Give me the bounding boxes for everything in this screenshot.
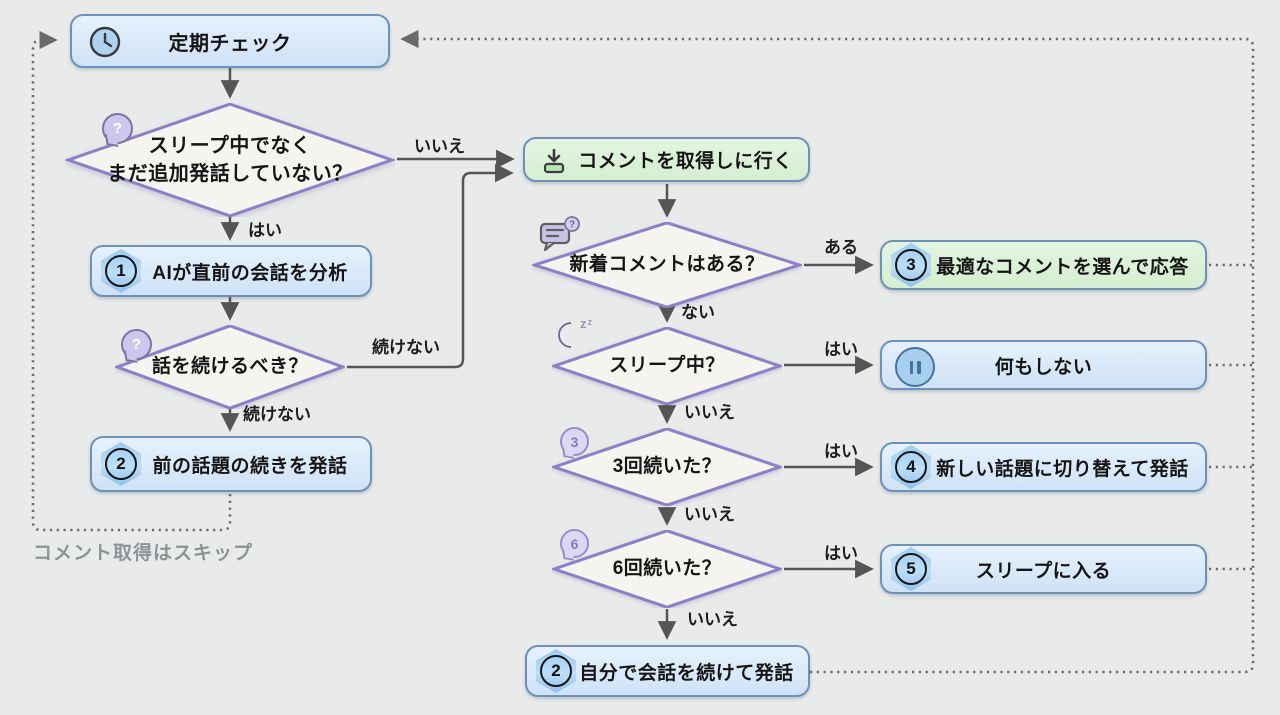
decision-label: 6回続いた？ — [612, 557, 722, 579]
node-switch-new-topic: 4 新しい話題に切り替えて発話 — [880, 442, 1207, 492]
edge-label-no: いいえ — [687, 610, 738, 629]
comment-question-icon: ? — [538, 216, 582, 261]
node-do-nothing: 何もしない — [880, 340, 1207, 390]
node-enter-sleep: 5 スリープに入る — [880, 544, 1207, 594]
node-label: コメントを取得しに行く — [578, 151, 793, 172]
edge-label-exists: ある — [824, 238, 858, 257]
decision-label: 話を続けるべき？ — [151, 355, 308, 377]
question-glyph: ? — [131, 336, 142, 353]
decision-six-times: 6回続いた？ — [552, 530, 782, 608]
edge-label-no: いいえ — [684, 403, 735, 422]
edge-label-dont-continue: 続けない — [372, 338, 440, 357]
decision-sleeping: スリープ中？ — [552, 327, 782, 405]
step-2-badge: 2 — [101, 442, 141, 486]
step-5-badge: 5 — [891, 547, 931, 591]
node-label: 新しい話題に切り替えて発話 — [936, 458, 1189, 480]
decision-label: スリープ中？ — [609, 354, 725, 376]
count-glyph: 6 — [570, 535, 579, 552]
count-3-bubble-icon: 3 — [560, 427, 589, 456]
step-number: 2 — [105, 448, 137, 480]
pause-icon — [895, 347, 935, 387]
question-bubble-icon: ? — [121, 329, 152, 360]
step-2-badge: 2 — [536, 649, 576, 693]
node-respond-best-comment: 3 最適なコメントを選んで応答 — [880, 240, 1207, 290]
node-analyze-conversation: 1 AIが直前の会話を分析 — [90, 245, 372, 297]
node-label: 自分で会話を続けて発話 — [579, 662, 794, 684]
svg-text:?: ? — [569, 220, 575, 231]
step-number: 4 — [895, 451, 927, 483]
edge-label-no: いいえ — [684, 505, 735, 524]
node-label: 何もしない — [994, 356, 1093, 378]
edge-label-yes: はい — [248, 221, 282, 240]
step-number: 3 — [895, 249, 927, 281]
node-self-continue-speak: 2 自分で会話を続けて発話 — [525, 645, 810, 697]
step-number: 1 — [105, 255, 137, 287]
question-bubble-icon: ? — [102, 113, 133, 144]
decision-label-line1: スリープ中でなく — [148, 135, 312, 157]
node-periodic-check: 定期チェック — [70, 14, 390, 68]
decision-new-comments: 新着コメントはある？ — [532, 222, 802, 308]
count-6-bubble-icon: 6 — [560, 529, 589, 558]
step-1-badge: 1 — [101, 249, 141, 293]
node-speak-previous-topic: 2 前の話題の続きを発話 — [90, 436, 372, 492]
skip-note-caption: コメント取得はスキップ — [33, 543, 254, 564]
node-label: 前の話題の続きを発話 — [152, 455, 348, 477]
edge-label-yes: はい — [824, 544, 858, 563]
decision-sleep-check: スリープ中でなく まだ追加発話していない？ — [65, 103, 395, 217]
edge-label-dont-continue: 続けない — [243, 405, 311, 424]
step-3-badge: 3 — [891, 243, 931, 287]
decision-label: 3回続いた？ — [612, 455, 722, 477]
decision-continue-talk: 話を続けるべき？ — [115, 325, 345, 409]
node-label: 定期チェック — [168, 32, 292, 55]
edge-label-none: ない — [681, 303, 715, 322]
sleep-moon-icon: zᶻ — [550, 316, 594, 351]
edge-label-yes: はい — [824, 442, 858, 461]
node-label: AIが直前の会話を分析 — [152, 262, 348, 284]
download-icon — [539, 147, 569, 180]
question-glyph: ? — [112, 120, 123, 137]
edge-label-no: いいえ — [414, 137, 465, 156]
decision-label: 新着コメントはある？ — [569, 253, 765, 275]
clock-icon — [88, 25, 122, 64]
count-glyph: 3 — [570, 433, 579, 450]
node-label: スリープに入る — [975, 560, 1112, 582]
zz-glyph: zᶻ — [580, 316, 594, 331]
step-number: 5 — [895, 553, 927, 585]
step-number: 2 — [540, 655, 572, 687]
step-4-badge: 4 — [891, 445, 931, 489]
node-label: 最適なコメントを選んで応答 — [936, 256, 1189, 278]
decision-label-line2: まだ追加発話していない？ — [107, 163, 353, 185]
edge-label-yes: はい — [824, 340, 858, 359]
decision-three-times: 3回続いた？ — [552, 428, 782, 506]
node-fetch-comments: コメントを取得しに行く — [523, 137, 810, 182]
